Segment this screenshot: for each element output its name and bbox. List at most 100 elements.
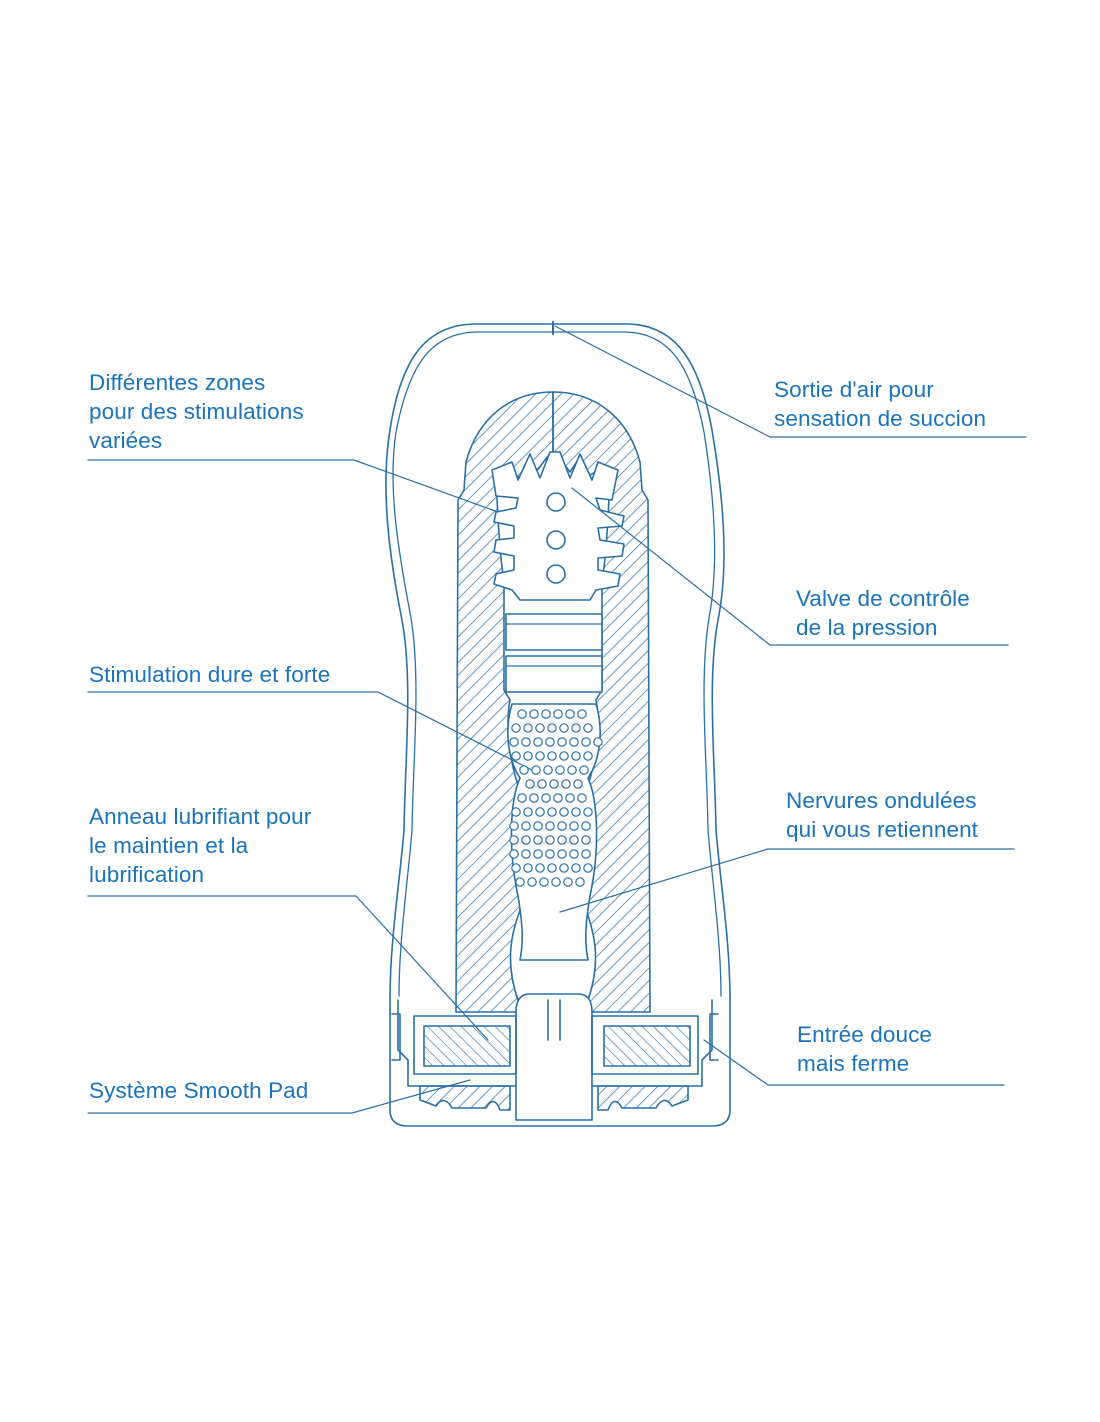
- bead-dot: [519, 765, 529, 775]
- bead-dot: [571, 723, 581, 733]
- bead-dot: [593, 737, 603, 747]
- valve-holes: [546, 492, 566, 584]
- label-zones-line: Différentes zones: [89, 370, 266, 395]
- bead-dot: [559, 863, 569, 873]
- bead-dot: [537, 779, 547, 789]
- label-smooth-pad-line: Système Smooth Pad: [89, 1078, 309, 1103]
- bead-dot: [567, 765, 577, 775]
- bead-dot: [517, 709, 527, 719]
- bead-dot: [509, 849, 519, 859]
- bead-dot: [531, 765, 541, 775]
- bead-dot: [543, 765, 553, 775]
- bead-dot: [559, 751, 569, 761]
- bead-dot: [583, 807, 593, 817]
- bead-dot: [533, 821, 543, 831]
- outer-casing: [385, 323, 731, 1127]
- leader-lines: [87, 325, 1027, 1114]
- bead-dot: [581, 821, 591, 831]
- bead-dot: [545, 737, 555, 747]
- bead-dot: [527, 877, 537, 887]
- bead-dot: [511, 807, 521, 817]
- smooth-pad-right: [597, 1085, 689, 1111]
- bead-dot: [571, 751, 581, 761]
- leader-valve: [571, 487, 1009, 646]
- bead-dot: [581, 849, 591, 859]
- bead-dot: [541, 709, 551, 719]
- bead-dot: [557, 835, 567, 845]
- label-stimulation: Stimulation dure et forte: [89, 660, 330, 689]
- label-ribs-line: Nervures ondulées: [786, 788, 977, 813]
- label-smooth-pad: Système Smooth Pad: [89, 1076, 308, 1105]
- bead-dot: [557, 737, 567, 747]
- entry-channel: [515, 993, 593, 1121]
- bead-dot: [521, 849, 531, 859]
- bead-dot: [535, 751, 545, 761]
- label-valve-line: Valve de contrôle: [796, 586, 970, 611]
- bead-dot: [529, 793, 539, 803]
- bead-dot: [569, 737, 579, 747]
- lube-ring-right: [603, 1025, 691, 1067]
- clip-left: [391, 1013, 401, 1061]
- label-entry-line: mais ferme: [797, 1051, 910, 1076]
- bead-dot: [521, 737, 531, 747]
- bead-dot: [583, 723, 593, 733]
- bead-dot: [569, 849, 579, 859]
- label-zones-line: variées: [89, 428, 163, 453]
- bead-dot: [535, 807, 545, 817]
- bead-dot: [583, 751, 593, 761]
- bead-dot: [523, 807, 533, 817]
- bead-dot: [533, 849, 543, 859]
- label-air-outlet-line: Sortie d'air pour: [774, 377, 934, 402]
- leader-zones: [87, 459, 499, 513]
- label-ribs-line: qui vous retiennent: [786, 817, 979, 842]
- bead-dot: [563, 877, 573, 887]
- bead-dot: [509, 821, 519, 831]
- label-zones: Différentes zones pour des stimulations …: [89, 368, 304, 455]
- bead-dot: [581, 737, 591, 747]
- bead-dot: [523, 723, 533, 733]
- bead-dot: [575, 877, 585, 887]
- bead-dot: [541, 793, 551, 803]
- bead-dot: [511, 723, 521, 733]
- label-air-outlet: Sortie d'air pour sensation de succion: [774, 375, 986, 433]
- bead-dot: [551, 877, 561, 887]
- bead-dot: [561, 779, 571, 789]
- bead-dot: [521, 821, 531, 831]
- bead-dot: [549, 779, 559, 789]
- bead-dot: [579, 765, 589, 775]
- bead-dot: [523, 751, 533, 761]
- leader-ribs: [559, 848, 1015, 913]
- bead-dot: [517, 793, 527, 803]
- bead-dot: [523, 863, 533, 873]
- bead-dot: [545, 849, 555, 859]
- bead-dot: [577, 709, 587, 719]
- bead-dot: [557, 849, 567, 859]
- inner-casing-left: [392, 331, 479, 997]
- bead-dot: [509, 835, 519, 845]
- bead-dot: [511, 751, 521, 761]
- ring-lower: [505, 655, 603, 693]
- bead-dot: [539, 877, 549, 887]
- bead-dot: [577, 793, 587, 803]
- bead-dot: [559, 807, 569, 817]
- bead-dot: [557, 821, 567, 831]
- bead-dot: [555, 765, 565, 775]
- bead-dot: [511, 863, 521, 873]
- bead-dot: [565, 709, 575, 719]
- bead-dot: [533, 737, 543, 747]
- label-air-outlet-line: sensation de succion: [774, 406, 987, 431]
- leader-smooth-pad: [87, 1079, 471, 1114]
- bead-dot: [547, 863, 557, 873]
- label-valve: Valve de contrôle de la pression: [796, 584, 970, 642]
- bead-dot: [547, 807, 557, 817]
- label-stimulation-line: Stimulation dure et forte: [89, 662, 331, 687]
- bead-dot: [553, 709, 563, 719]
- bead-dot: [521, 835, 531, 845]
- bead-dot: [547, 751, 557, 761]
- smooth-pad-left: [419, 1085, 511, 1111]
- valve-cavity: [491, 451, 625, 601]
- bead-dot: [547, 723, 557, 733]
- label-entry-line: Entrée douce: [797, 1022, 933, 1047]
- label-lube-ring-line: Anneau lubrifiant pour: [89, 804, 312, 829]
